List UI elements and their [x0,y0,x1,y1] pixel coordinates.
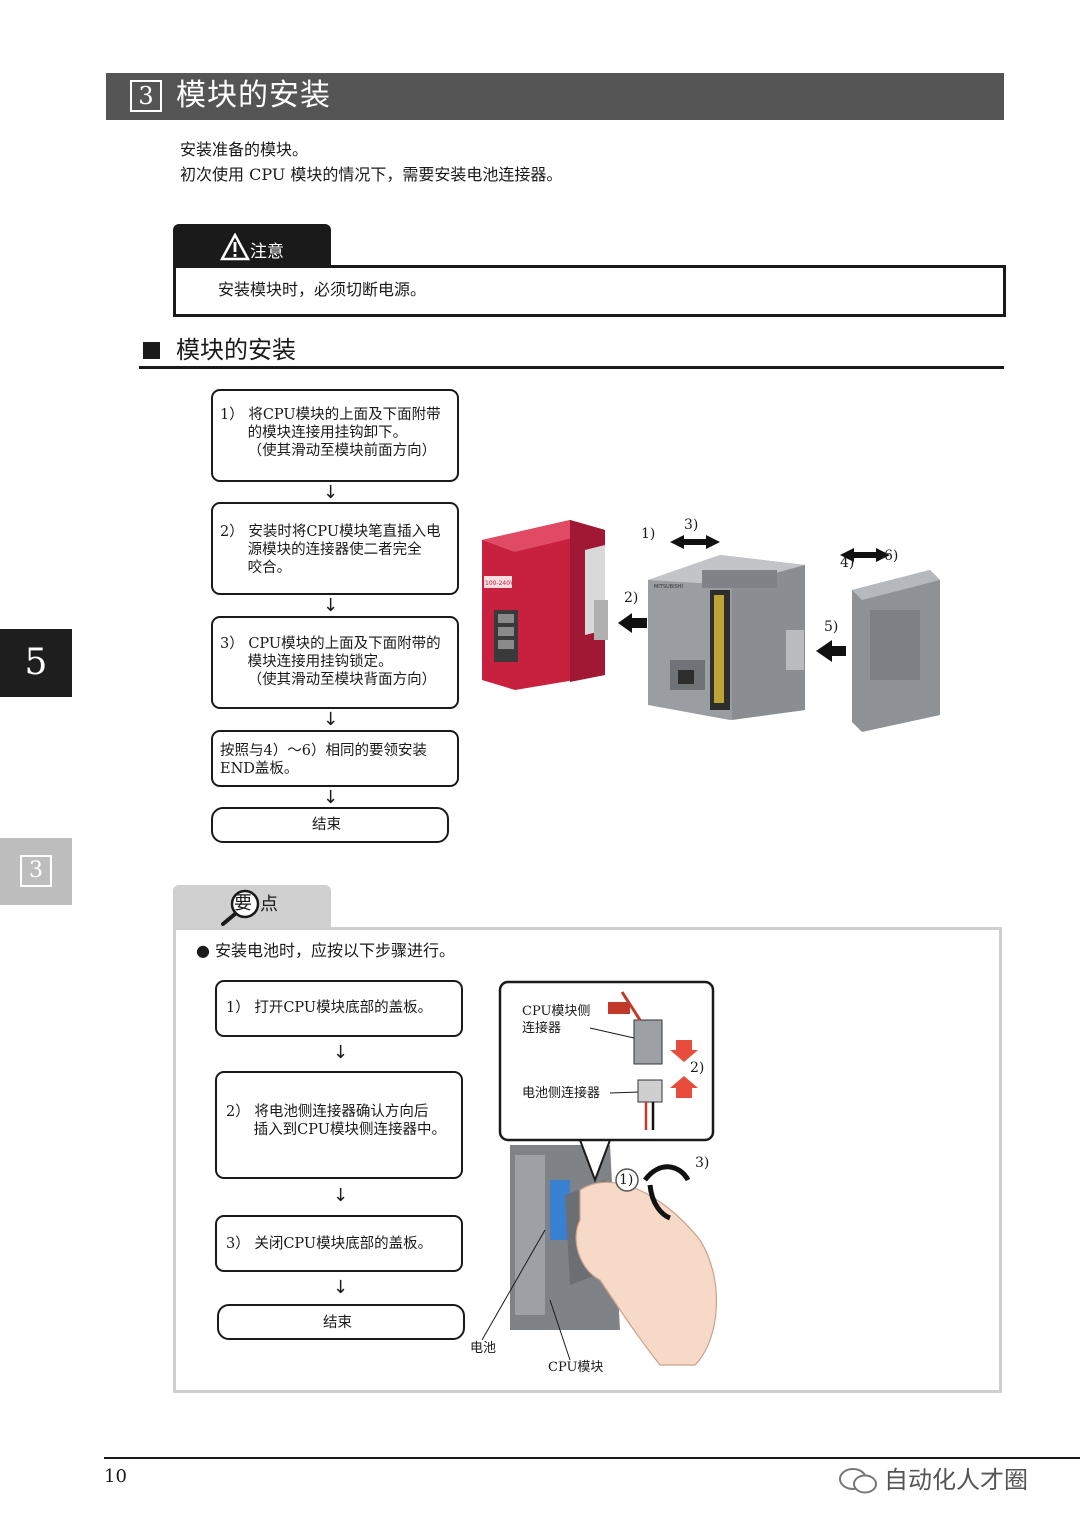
callout-6: 6) [884,548,899,564]
install-step-4-box [211,730,459,787]
section-header-bar [106,73,1004,120]
subsection-rule [139,366,1004,369]
battery-step-1-box [215,980,463,1037]
battery-step-1-text: 1） 打开CPU模块底部的盖板。 [226,1000,433,1016]
magnifier-icon [221,889,260,926]
caution-box [173,265,1006,317]
footer-rule [104,1457,1080,1459]
battery-step-2-text: 2） 将电池侧连接器确认方向后 插入到CPU模块侧连接器中。 [226,1104,446,1138]
battery-callout-1: 1) [619,1172,634,1188]
install-step-3-text: 3） CPU模块的上面及下面附带的 模块连接用挂钩锁定。 （使其滑动至模块背面方… [220,636,441,688]
battery-step-3-box [215,1215,463,1272]
callout-4: 4) [840,555,855,571]
brand-label: MITSUBISHI [654,584,683,590]
install-step-3-box [211,616,459,709]
intro-line-2: 初次使用 CPU 模块的情况下，需要安装电池连接器。 [180,165,563,184]
install-end-text: 结束 [312,817,341,833]
caution-tab [173,224,331,270]
module-installation-figure: 100-240VAC MITSUBISHI [482,520,940,732]
battery-connector-label: 电池侧连接器 [522,1086,601,1101]
cpu-module-label: CPU模块 [548,1360,604,1375]
wechat-icon [839,1468,877,1494]
callout-1: 1) [641,526,656,542]
cpu-module-image: MITSUBISHI [648,555,805,720]
section-tab [0,838,72,905]
flow-arrow-icon: ↓ [323,709,339,730]
point-icon-char: 要 [234,893,252,914]
install-step-2-text: 2） 安装时将CPU模块笔直插入电 源模块的连接器使二者完全 咬合。 [220,524,441,576]
flow-arrow-icon: ↓ [323,787,339,808]
flow-arrow-icon: ↓ [333,1277,349,1298]
subsection-title: 模块的安装 [176,336,296,364]
install-step-1-text: 1） 将CPU模块的上面及下面附带 的模块连接用挂钩卸下。 （使其滑动至模块前面… [220,407,441,459]
intro-line-1: 安装准备的模块。 [180,140,309,159]
end-cover-image [852,570,940,732]
install-step-2-box [211,502,459,595]
battery-label: 电池 [470,1341,497,1356]
battery-callout-2: 2) [690,1060,705,1076]
power-supply-module-image: 100-240VAC [482,520,608,690]
watermark-text: 自动化人才圈 [884,1466,1028,1494]
battery-end-text: 结束 [323,1315,352,1331]
flow-arrow-icon: ↓ [333,1042,349,1063]
callout-3: 3) [684,517,699,533]
battery-step-2-box [215,1071,463,1179]
caution-text: 安装模块时，必须切断电源。 [218,280,427,299]
section-tab-number: 3 [20,855,52,887]
install-end-box [211,807,449,843]
page-number: 10 [104,1466,127,1487]
flow-arrow-icon: ↓ [333,1185,349,1206]
warning-triangle-icon [220,233,250,261]
battery-step-3-text: 3） 关闭CPU模块底部的盖板。 [226,1236,433,1252]
power-input-label: 100-240VAC [485,580,522,587]
cpu-connector-label: CPU模块侧 连接器 [522,1004,591,1036]
section-number: 3 [130,80,162,112]
flow-arrow-icon: ↓ [323,482,339,503]
callout-2: 2) [624,590,639,606]
install-step-4-text: 按照与4）～6）相同的要领安装 END盖板。 [220,743,427,777]
flow-arrow-icon: ↓ [323,595,339,616]
point-label: 点 [260,894,278,915]
install-step-1-box [211,389,459,482]
caution-label: 注意 [250,242,284,262]
subsection-square-icon [143,342,160,359]
section-title: 模块的安装 [176,78,331,113]
point-bullet-text: ● 安装电池时，应按以下步骤进行。 [196,941,456,960]
battery-callout-3: 3) [695,1155,710,1171]
chapter-tab: 5 [0,629,72,697]
callout-5: 5) [824,619,839,635]
battery-end-box [217,1304,465,1340]
battery-installation-figure [481,980,717,1366]
